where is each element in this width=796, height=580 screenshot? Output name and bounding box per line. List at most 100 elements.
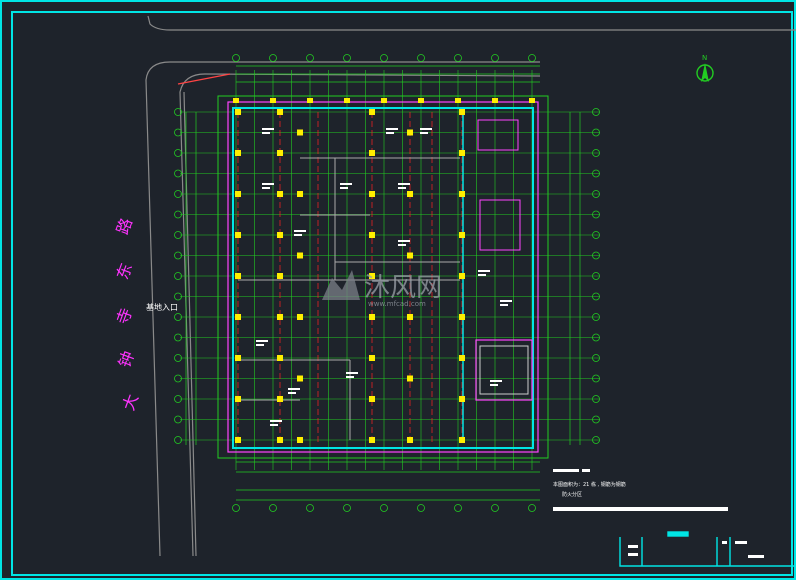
axis-bubble bbox=[491, 54, 499, 62]
column-mark bbox=[381, 98, 387, 103]
axis-bubble bbox=[592, 128, 600, 137]
column-mark bbox=[297, 314, 303, 320]
axis-bubble bbox=[592, 272, 600, 280]
road-char-5: 路 bbox=[113, 215, 136, 237]
watermark: 沐风网 www.mfcad.com bbox=[322, 270, 442, 308]
axis-bubble bbox=[174, 395, 182, 403]
grid-lines bbox=[180, 70, 600, 470]
note-mark bbox=[386, 128, 398, 130]
axis-bubble bbox=[592, 149, 600, 157]
column-mark bbox=[529, 98, 535, 103]
column-mark bbox=[277, 355, 283, 361]
note-mark bbox=[262, 183, 274, 185]
note-mark bbox=[294, 234, 302, 236]
column-mark bbox=[233, 98, 239, 103]
axis-bubble bbox=[174, 149, 182, 157]
north-label: N bbox=[702, 54, 707, 62]
axis-bubble bbox=[592, 313, 600, 321]
note-title: 防火分区 bbox=[562, 491, 582, 498]
column-mark bbox=[235, 232, 241, 238]
column-mark bbox=[235, 109, 241, 115]
column-mark bbox=[277, 150, 283, 156]
column-mark bbox=[407, 437, 413, 443]
column-mark bbox=[407, 191, 413, 197]
road-char-4: 东 bbox=[113, 260, 136, 282]
column-mark bbox=[459, 191, 465, 197]
note-mark bbox=[262, 187, 270, 189]
column-mark bbox=[270, 98, 276, 103]
axis-bubble bbox=[174, 333, 182, 342]
axis-bubble bbox=[380, 54, 388, 62]
note-mark bbox=[398, 187, 406, 189]
column-mark bbox=[235, 437, 241, 443]
column-mark bbox=[235, 150, 241, 156]
column-mark bbox=[344, 98, 350, 103]
road-char-2: 钟 bbox=[115, 348, 138, 370]
axis-bubble bbox=[417, 54, 425, 62]
note-mark bbox=[420, 132, 428, 134]
axis-bubble bbox=[269, 54, 277, 62]
note-mark bbox=[294, 230, 306, 232]
axis-bubble bbox=[174, 272, 182, 280]
entrance-label: 基地入口 bbox=[146, 302, 178, 312]
note-mark bbox=[346, 372, 358, 374]
column-mark bbox=[459, 437, 465, 443]
axis-bubble bbox=[592, 231, 600, 239]
column-mark bbox=[369, 396, 375, 402]
axis-bubble bbox=[174, 313, 182, 321]
axis-bubbles bbox=[174, 54, 600, 512]
axis-bubble bbox=[491, 504, 499, 512]
column-mark bbox=[459, 273, 465, 279]
column-mark bbox=[418, 98, 424, 103]
column-mark bbox=[455, 98, 461, 103]
axis-bubble bbox=[592, 395, 600, 403]
note-mark bbox=[478, 270, 490, 272]
site-boundary bbox=[145, 15, 796, 557]
column-mark bbox=[407, 129, 413, 136]
column-mark bbox=[297, 129, 303, 136]
column-mark bbox=[459, 314, 465, 320]
column-mark bbox=[369, 109, 375, 115]
column-mark bbox=[459, 355, 465, 361]
note-mark bbox=[256, 340, 268, 342]
column-mark bbox=[297, 437, 303, 443]
column-mark bbox=[277, 191, 283, 197]
axis-bubble bbox=[174, 169, 182, 178]
title-block bbox=[619, 531, 796, 567]
axis-bubble bbox=[592, 292, 600, 301]
column-mark bbox=[277, 314, 283, 320]
column-mark bbox=[369, 437, 375, 443]
column-mark bbox=[277, 273, 283, 279]
axis-bubble bbox=[592, 436, 600, 444]
column-mark bbox=[459, 150, 465, 156]
axis-bubble bbox=[174, 436, 182, 444]
axis-bubble bbox=[269, 504, 277, 512]
column-mark bbox=[297, 375, 303, 382]
axis-bubble bbox=[174, 251, 182, 260]
axis-bubble bbox=[417, 504, 425, 512]
note-mark bbox=[490, 380, 502, 382]
column-mark bbox=[369, 314, 375, 320]
note-mark bbox=[256, 344, 264, 346]
column-mark bbox=[235, 355, 241, 361]
column-mark bbox=[235, 191, 241, 197]
axis-bubble bbox=[174, 415, 182, 424]
note-mark bbox=[398, 244, 406, 246]
axis-bubble bbox=[454, 504, 462, 512]
column-mark bbox=[235, 314, 241, 320]
axis-bubble bbox=[592, 333, 600, 342]
note-mark bbox=[398, 240, 410, 242]
column-mark bbox=[492, 98, 498, 103]
column-mark bbox=[277, 437, 283, 443]
axis-bubble bbox=[306, 504, 314, 512]
note-mark bbox=[288, 392, 296, 394]
axis-bubble bbox=[232, 504, 240, 512]
annotation-marks bbox=[256, 128, 512, 426]
note-mark bbox=[262, 132, 270, 134]
grid-frame bbox=[217, 95, 549, 459]
column-mark bbox=[459, 109, 465, 115]
structural-columns bbox=[233, 98, 535, 443]
axis-bubble bbox=[592, 169, 600, 178]
